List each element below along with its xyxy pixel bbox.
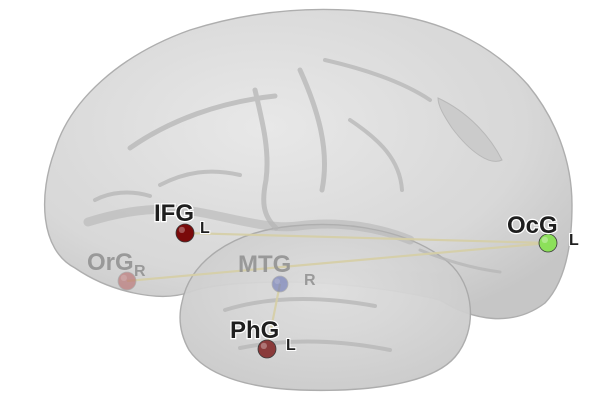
label-org: OrG [87,249,134,276]
node-highlight [179,227,185,233]
label-ocg: OcG [507,212,558,239]
label-mtg: MTG [238,251,291,278]
label-mtg-hemisphere: R [304,272,316,289]
node-mtg [272,276,288,292]
label-phg-hemisphere: L [286,337,296,354]
brain-temporal-lobe-surface [180,225,470,391]
label-phg: PhG [230,317,279,344]
label-ifg: IFG [154,200,194,227]
label-ifg-hemisphere: L [200,220,210,237]
node-highlight [274,278,280,284]
label-ocg-hemisphere: L [569,232,579,249]
label-org-hemisphere: R [134,263,146,280]
